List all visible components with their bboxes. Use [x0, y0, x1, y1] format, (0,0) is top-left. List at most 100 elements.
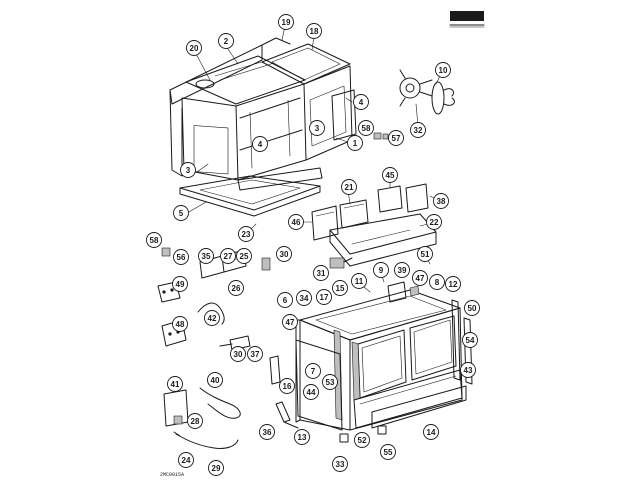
callout-15: 15: [332, 280, 348, 296]
callout-31: 31: [313, 265, 329, 281]
callout-circle: [305, 363, 321, 379]
callout-21: 21: [341, 179, 357, 195]
callout-number: 8: [435, 278, 440, 287]
callout-4: 4: [353, 94, 369, 110]
callout-circle: [460, 362, 476, 378]
callout-number: 1: [353, 139, 358, 148]
callout-number: 40: [211, 376, 220, 385]
callout-number: 5: [179, 209, 184, 218]
hinge-bracket: [275, 401, 299, 429]
callout-circle: [464, 300, 480, 316]
callout-number: 50: [468, 304, 477, 313]
callout-number: 58: [362, 124, 371, 133]
callout-5: 5: [173, 205, 189, 221]
callout-circle: [353, 94, 369, 110]
callout-number: 20: [190, 44, 199, 53]
callout-circle: [259, 424, 275, 440]
callout-51: 51: [417, 246, 433, 262]
callout-8: 8: [429, 274, 445, 290]
callout-number: 3: [186, 166, 191, 175]
callout-circle: [410, 122, 426, 138]
callout-circle: [351, 273, 367, 289]
callout-37: 37: [247, 346, 263, 362]
callout-number: 10: [439, 66, 448, 75]
fixing-clips-top: [373, 132, 389, 140]
callout-number: 22: [430, 218, 439, 227]
callout-number: 2: [224, 37, 229, 46]
callout-number: 58: [150, 236, 159, 245]
callout-circle: [178, 452, 194, 468]
callout-14: 14: [423, 424, 439, 440]
callout-17: 17: [316, 289, 332, 305]
callout-number: 19: [282, 18, 291, 27]
callout-30: 30: [230, 346, 246, 362]
callout-56: 56: [173, 249, 189, 265]
callout-circle: [252, 136, 268, 152]
callout-29: 29: [208, 460, 224, 476]
callout-circle: [423, 424, 439, 440]
top-bracket: [387, 281, 420, 303]
callout-number: 14: [427, 428, 436, 437]
callout-circle: [276, 246, 292, 262]
callout-number: 51: [421, 250, 430, 259]
callout-circle: [382, 167, 398, 183]
callout-number: 47: [286, 318, 295, 327]
callout-circle: [316, 289, 332, 305]
callout-6: 6: [277, 292, 293, 308]
callout-42: 42: [204, 310, 220, 326]
upper-oven-carcass: [169, 37, 357, 217]
callout-11: 11: [351, 273, 367, 289]
callout-13: 13: [294, 429, 310, 445]
callout-number: 44: [307, 388, 316, 397]
callout-circle: [180, 162, 196, 178]
callout-circle: [204, 310, 220, 326]
callout-25: 25: [236, 248, 252, 264]
callout-number: 26: [232, 284, 241, 293]
drawing-code: 2MC0015A: [160, 472, 184, 478]
callout-number: 3: [315, 124, 320, 133]
callout-number: 56: [177, 253, 186, 262]
callout-41: 41: [167, 376, 183, 392]
callout-circle: [332, 456, 348, 472]
callout-circle: [313, 265, 329, 281]
callout-49: 49: [172, 276, 188, 292]
callout-number: 29: [212, 464, 221, 473]
callout-circle: [354, 432, 370, 448]
callout-number: 9: [379, 266, 384, 275]
callout-55: 55: [380, 444, 396, 460]
callout-circle: [388, 130, 404, 146]
callout-circle: [167, 376, 183, 392]
callout-number: 13: [298, 433, 307, 442]
callout-7: 7: [305, 363, 321, 379]
callout-circle: [394, 262, 410, 278]
callout-circle: [445, 276, 461, 292]
callout-number: 4: [258, 140, 263, 149]
callout-number: 4: [359, 98, 364, 107]
callout-circle: [238, 226, 254, 242]
callout-number: 15: [336, 284, 345, 293]
callout-circle: [278, 14, 294, 30]
callout-58: 58: [146, 232, 162, 248]
callout-number: 48: [176, 320, 185, 329]
callout-circle: [380, 444, 396, 460]
callout-number: 24: [182, 456, 191, 465]
callout-57: 57: [388, 130, 404, 146]
callout-18: 18: [306, 23, 322, 39]
callout-number: 32: [414, 126, 423, 135]
callout-number: 30: [234, 350, 243, 359]
callout-number: 6: [283, 296, 288, 305]
callout-number: 47: [416, 274, 425, 283]
callout-53: 53: [322, 374, 338, 390]
callout-number: 33: [336, 460, 345, 469]
callout-circle: [322, 374, 338, 390]
callout-number: 38: [437, 197, 446, 206]
callout-circle: [279, 378, 295, 394]
callout-19: 19: [278, 14, 294, 30]
callout-circle: [220, 248, 236, 264]
callout-circle: [146, 232, 162, 248]
divider-panels: [311, 183, 437, 267]
callout-number: 55: [384, 448, 393, 457]
callout-43: 43: [460, 362, 476, 378]
callout-circle: [277, 292, 293, 308]
